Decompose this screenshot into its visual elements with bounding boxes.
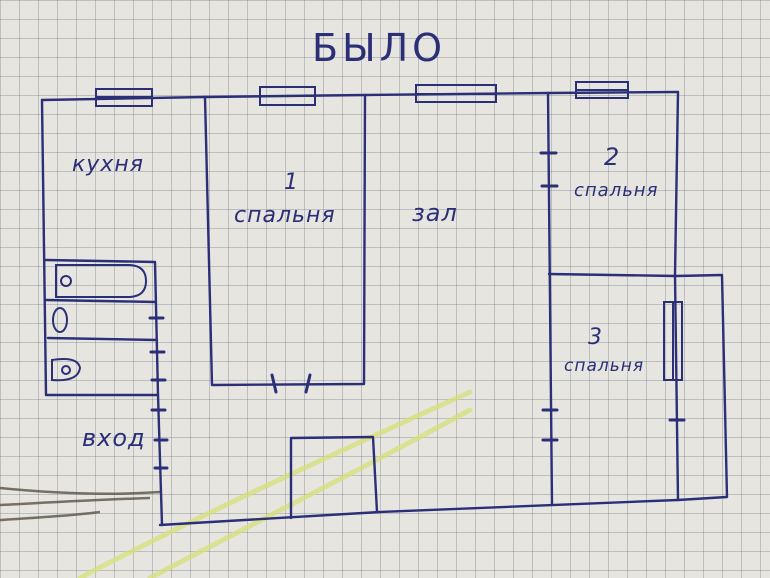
entrance-wall: [156, 393, 164, 527]
bedroom3-extension: [673, 273, 729, 502]
walls: [40, 90, 729, 527]
bedroom1-walls: [203, 93, 367, 387]
door-ticks: [148, 151, 686, 470]
windows: [95, 81, 683, 381]
highlighter-streaks: [77, 389, 473, 578]
room-label-kitchen: кухня: [72, 152, 144, 177]
hall-right-wall: [546, 91, 554, 507]
room-label-bedroom2: спальня: [574, 180, 659, 201]
outer-wall-right-upper: [673, 90, 680, 277]
bathroom-block: [44, 258, 160, 397]
outer-wall-bottom: [158, 498, 680, 527]
room-label-bedroom3: спальня: [564, 356, 645, 376]
room-number-bedroom2: 2: [604, 143, 621, 171]
sink-icon: [52, 307, 68, 333]
room-number-bedroom1: 1: [284, 170, 299, 195]
room-label-bedroom1: спальня: [234, 203, 336, 228]
room-label-entrance: вход: [82, 424, 146, 452]
wardrobe-box: [289, 435, 379, 520]
plan-title: БЫЛО: [312, 26, 447, 70]
pencil-scribble: [0, 486, 161, 522]
outer-wall-left: [40, 98, 48, 397]
room-number-bedroom3: 3: [588, 325, 603, 350]
room-label-hall: зал: [412, 199, 458, 227]
bedroom-divider: [547, 272, 678, 278]
toilet-icon: [51, 358, 82, 382]
bathroom-fixtures: [51, 264, 148, 382]
bathtub-icon: [55, 264, 148, 298]
